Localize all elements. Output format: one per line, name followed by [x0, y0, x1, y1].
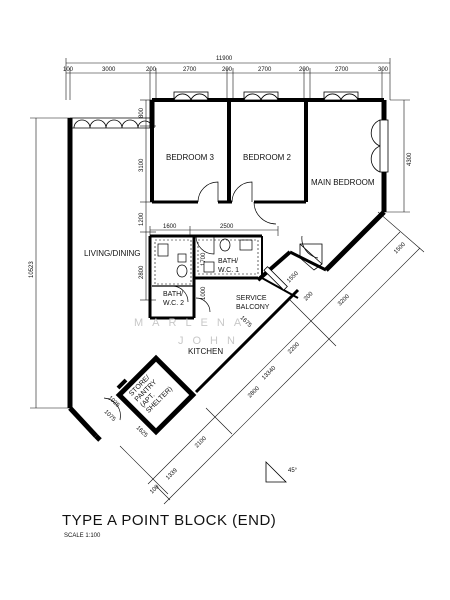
dim-top-2: 3000	[102, 67, 116, 73]
dim-top-4: 2700	[183, 67, 197, 73]
dim-left-2800: 2800	[139, 265, 145, 279]
sliding-door	[263, 266, 288, 291]
dim-top-7: 200	[299, 67, 310, 73]
diagonal-dimensions	[119, 211, 425, 505]
dim-right-4300: 4300	[407, 152, 413, 166]
room-bath1-line1: BATH/	[218, 258, 238, 265]
dim-overall-width: 11900	[216, 56, 233, 62]
room-bedroom3: BEDROOM 3	[166, 153, 215, 162]
dim-100: 100	[149, 484, 161, 496]
dim-1500: 1500	[393, 241, 407, 255]
right-dimensions	[384, 99, 410, 213]
dim-left-800: 800	[139, 107, 145, 118]
top-windows	[173, 91, 359, 101]
dim-2200: 2200	[287, 341, 301, 355]
interior-walls	[148, 100, 308, 320]
room-living-dining: LIVING/DINING	[84, 249, 140, 258]
dim-top-3: 200	[146, 67, 157, 73]
dim-2500: 2500	[220, 224, 234, 230]
dim-1339: 1339	[165, 467, 179, 481]
dim-left-1200: 1200	[139, 212, 145, 226]
room-bath1-line2: W.C. 1	[218, 267, 239, 274]
dim-1550: 1550	[286, 270, 300, 284]
bath-fixtures	[157, 238, 253, 278]
bath-dashes	[154, 239, 259, 285]
dim-top-9: 300	[378, 67, 389, 73]
room-service-line1: SERVICE	[236, 295, 267, 302]
living-windows	[70, 117, 153, 129]
service-yard-box	[299, 243, 323, 271]
top-dimensions	[65, 58, 391, 100]
watermark-line1: MARLENA	[134, 317, 250, 329]
angle-marker	[265, 461, 287, 483]
master-window	[370, 119, 389, 173]
plan-scale: SCALE 1:100	[64, 533, 101, 539]
dim-top-8: 2700	[335, 67, 349, 73]
room-bath2-line1: BATH/	[163, 291, 183, 298]
dim-top-6: 2700	[258, 67, 272, 73]
room-kitchen: KITCHEN	[188, 347, 223, 356]
room-service-line2: BALCONY	[236, 304, 270, 311]
dim-1625: 1625	[135, 425, 149, 439]
dim-top-1: 100	[63, 67, 74, 73]
angle-label: 45°	[288, 468, 298, 474]
doors	[103, 181, 319, 421]
dim-13340: 13340	[261, 365, 278, 382]
dim-2800: 2800	[247, 385, 261, 399]
dim-200: 200	[303, 291, 315, 303]
entrance-walls	[94, 378, 128, 442]
dim-2100: 2100	[194, 435, 208, 449]
room-bath2-line2: W.C. 2	[163, 300, 184, 307]
dim-top-5: 200	[222, 67, 233, 73]
left-dimensions	[30, 99, 156, 409]
dim-3200: 3200	[337, 293, 351, 307]
room-bedroom2: BEDROOM 2	[243, 153, 292, 162]
dim-1000: 1000	[201, 286, 207, 300]
dim-1700: 1700	[201, 252, 207, 266]
mid-dimensions	[149, 226, 279, 236]
watermark-line2: JOHN	[178, 335, 244, 347]
dim-1075: 1075	[103, 409, 117, 423]
dim-overall-height: 10523	[29, 261, 35, 278]
room-main-bedroom: MAIN BEDROOM	[311, 178, 375, 187]
plan-caption: TYPE A POINT BLOCK (END)	[62, 512, 277, 529]
store-shelter	[115, 354, 197, 436]
dim-1600: 1600	[163, 224, 177, 230]
dim-left-3100: 3100	[139, 158, 145, 172]
